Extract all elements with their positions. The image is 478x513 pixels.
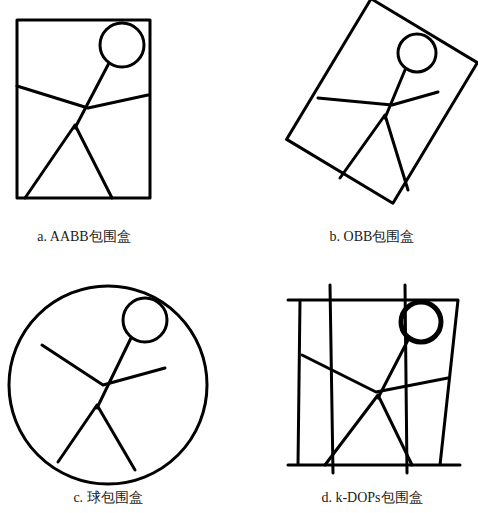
- figure-arms: [318, 92, 438, 105]
- aabb-box: [17, 20, 150, 198]
- figure-legs: [58, 405, 135, 470]
- figure-body: [385, 70, 405, 118]
- figure-head: [100, 23, 144, 67]
- figure-head: [401, 302, 441, 342]
- figure-head: [123, 298, 167, 342]
- figure-caption: d. k-DOPs包围盒: [321, 490, 422, 507]
- figure-body: [75, 63, 109, 128]
- figure-caption: b. OBB包围盒: [330, 229, 415, 246]
- figure-caption: c. 球包围盒: [73, 490, 142, 507]
- figure-arms: [17, 86, 148, 108]
- figure-caption: a. AABB包围盒: [37, 229, 130, 246]
- sphere-panel: [9, 286, 207, 484]
- figure-body: [97, 338, 131, 408]
- obb-figure: [318, 34, 438, 190]
- figure-arms: [302, 355, 448, 392]
- kdop-planes: [288, 285, 460, 473]
- figure-head: [398, 34, 436, 72]
- figure-legs: [340, 115, 408, 190]
- obb-box: [287, 0, 478, 203]
- kdop-panel: [288, 285, 460, 473]
- figure-arms: [42, 345, 165, 385]
- figure-legs: [325, 395, 412, 465]
- aabb-panel: [17, 20, 150, 198]
- obb-panel: [287, 0, 478, 203]
- figure-legs: [25, 125, 112, 198]
- sphere-bound: [9, 286, 207, 484]
